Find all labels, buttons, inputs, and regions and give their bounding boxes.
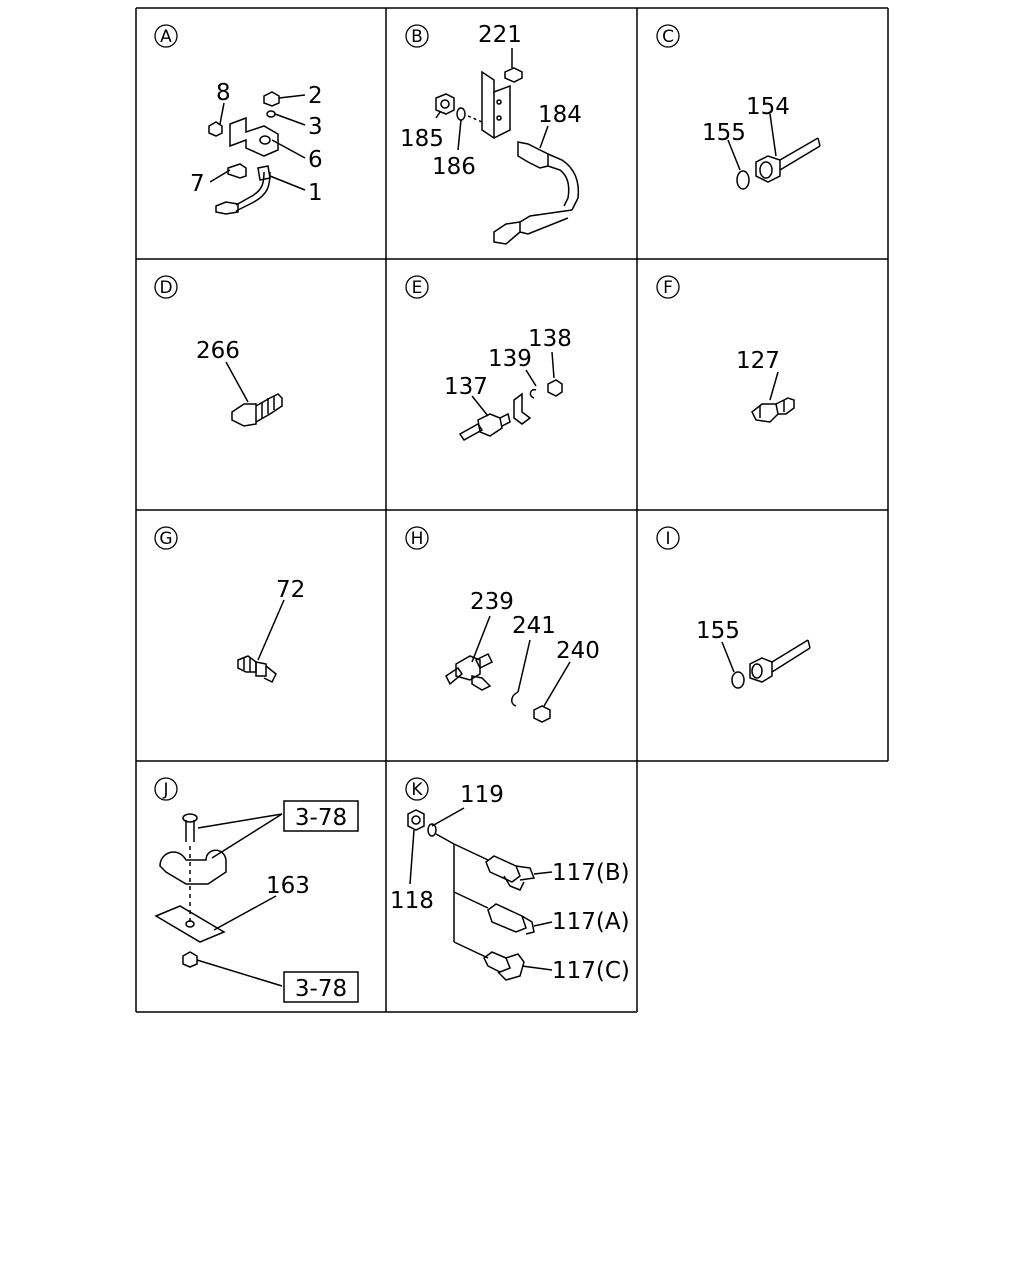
callout-label: 1 — [308, 180, 323, 206]
panel-c-drawing — [727, 113, 821, 190]
panel-f-drawing — [751, 371, 795, 423]
panel-g-drawing — [237, 599, 285, 684]
panel-letter: D — [159, 278, 172, 298]
panel-i: I 155 — [656, 526, 811, 689]
callout-label: 127 — [736, 348, 780, 374]
reference-box-label: 3-78 — [295, 805, 347, 831]
panel-e: E 138 139 137 — [405, 275, 572, 441]
panel-d-drawing — [225, 361, 283, 427]
callout-label: 186 — [432, 154, 476, 180]
callout-label: 163 — [266, 873, 310, 899]
callout-label: 2 — [308, 83, 323, 109]
panel-h-drawing — [445, 615, 571, 723]
callout-label: 8 — [216, 80, 231, 106]
panel-letter: K — [411, 780, 423, 800]
callout-label: 117(A) — [552, 909, 630, 935]
callout-label: 266 — [196, 338, 240, 364]
callout-label: 138 — [528, 326, 572, 352]
panel-letter: A — [160, 27, 172, 47]
panel-i-drawing — [721, 639, 811, 689]
panel-letter: E — [412, 278, 423, 298]
panel-k-drawing — [407, 807, 553, 981]
callout-label: 7 — [190, 171, 205, 197]
panel-letter: B — [411, 27, 423, 47]
callout-label: 241 — [512, 613, 556, 639]
callout-label: 3 — [308, 114, 323, 140]
callout-label: 239 — [470, 589, 514, 615]
panel-g: G 72 — [154, 526, 305, 684]
callout-label: 221 — [478, 22, 522, 48]
panel-h: H 239 241 240 — [405, 526, 600, 723]
panel-a: A 8 2 3 6 7 — [154, 24, 323, 215]
panel-j-drawing — [154, 813, 283, 987]
callout-label: 117(C) — [552, 958, 630, 984]
callout-label: 155 — [702, 120, 746, 146]
panel-letter: C — [662, 27, 674, 47]
panel-a-drawing — [208, 91, 306, 215]
panel-letter: H — [411, 529, 424, 549]
callout-label: 185 — [400, 126, 444, 152]
callout-label: 72 — [276, 577, 305, 603]
panel-letter: G — [159, 529, 172, 549]
callout-label: 139 — [488, 346, 532, 372]
panel-letter: J — [162, 780, 168, 800]
callout-label: 154 — [746, 94, 790, 120]
panel-j: J 3-78 163 3-78 — [154, 777, 359, 1003]
callout-label: 184 — [538, 102, 582, 128]
panel-k: K — [390, 777, 630, 984]
reference-box-label: 3-78 — [295, 976, 347, 1002]
callout-label: 117(B) — [552, 860, 630, 886]
callout-label: 240 — [556, 638, 600, 664]
callout-label: 137 — [444, 374, 488, 400]
panel-d: D 266 — [154, 275, 283, 427]
panel-letter: I — [665, 529, 670, 549]
callout-label: 6 — [308, 147, 323, 173]
panel-b: B 221 184 — [400, 22, 582, 245]
panel-c: C 154 155 — [656, 24, 821, 190]
callout-label: 118 — [390, 888, 434, 914]
callout-label: 155 — [696, 618, 740, 644]
callout-label: 119 — [460, 782, 504, 808]
panel-f: F 127 — [656, 275, 795, 423]
panel-letter: F — [663, 278, 673, 298]
panel-e-drawing — [458, 351, 563, 441]
panel-b-drawing — [435, 48, 580, 245]
grid-frame — [135, 7, 889, 1013]
